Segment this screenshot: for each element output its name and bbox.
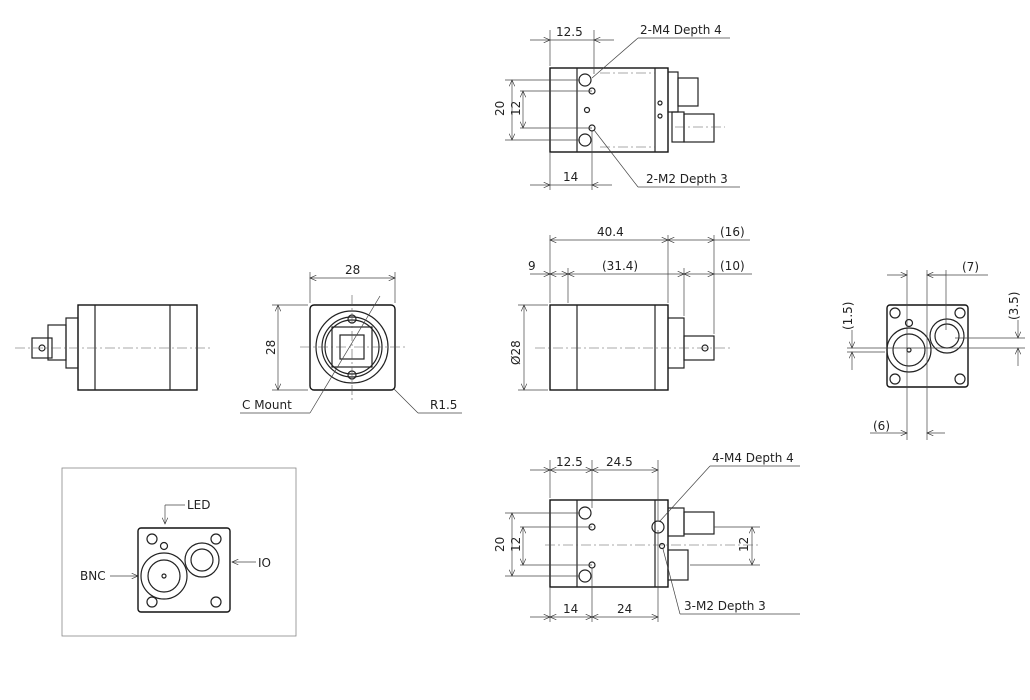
dim-12-5: 12.5 [556,25,583,39]
label-bnc: BNC [80,569,106,583]
note-r1-5: R1.5 [430,398,457,412]
side-view: 40.4 (16) 9 (31.4) (10) Ø28 [509,225,752,391]
dim-7: (7) [962,260,979,274]
dim-24-5: 24.5 [606,455,633,469]
note-2-m4-depth-4: 2-M4 Depth 4 [640,23,722,37]
dim-12: 12 [509,101,523,116]
note-2-m2-depth-3: 2-M2 Depth 3 [646,172,728,186]
left-side-view [15,304,210,391]
note-3-m2-depth-3: 3-M2 Depth 3 [684,599,766,613]
dim-9: 9 [528,259,536,273]
dim-diameter-28: Ø28 [509,340,523,365]
dim-width-28: 28 [345,263,360,277]
label-led: LED [187,498,211,512]
dim-31-4: (31.4) [602,259,638,273]
dim-height-28: 28 [264,340,278,355]
connector-legend-inset: LED BNC IO [61,467,297,637]
dim-6: (6) [873,419,890,433]
top-view: 12.5 2-M4 Depth 4 20 12 14 2-M2 Depth 3 [493,23,740,190]
dim-16: (16) [720,225,745,239]
dim-14: 14 [563,602,578,616]
dim-20: 20 [493,101,507,116]
rear-view: (7) (1.5) (3.5) (6) [841,260,1025,440]
dim-10: (10) [720,259,745,273]
note-c-mount: C Mount [242,398,292,412]
dim-20: 20 [493,537,507,552]
dim-24: 24 [617,602,632,616]
front-view: 28 28 C Mount R1.5 [240,263,462,414]
dim-12-right: 12 [737,537,751,552]
dim-40-4: 40.4 [597,225,624,239]
dim-12: 12 [509,537,523,552]
label-io: IO [258,556,271,570]
note-4-m4-depth-4: 4-M4 Depth 4 [712,451,794,465]
bottom-view: 12.5 24.5 4-M4 Depth 4 20 12 12 14 24 3-… [493,451,800,622]
dim-1-5: (1.5) [841,302,855,330]
dim-3-5: (3.5) [1007,292,1021,320]
dim-14: 14 [563,170,578,184]
dim-12-5: 12.5 [556,455,583,469]
